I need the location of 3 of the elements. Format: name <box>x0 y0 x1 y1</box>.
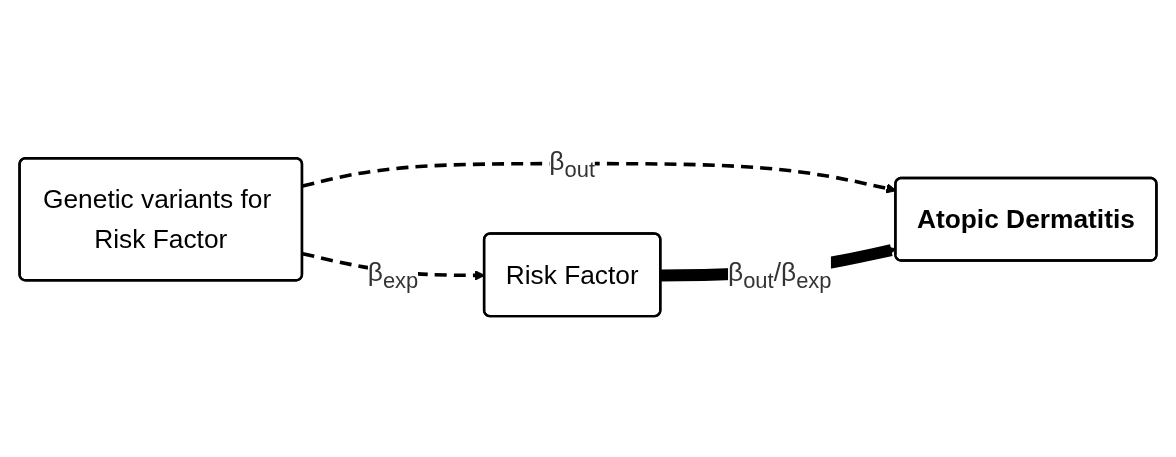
edge-label: β$_{out}$ <box>549 146 596 182</box>
edge-label: β$_{out}$/β$_{exp}$ <box>728 256 832 292</box>
edge-label: β$_{exp}$ <box>367 257 419 293</box>
